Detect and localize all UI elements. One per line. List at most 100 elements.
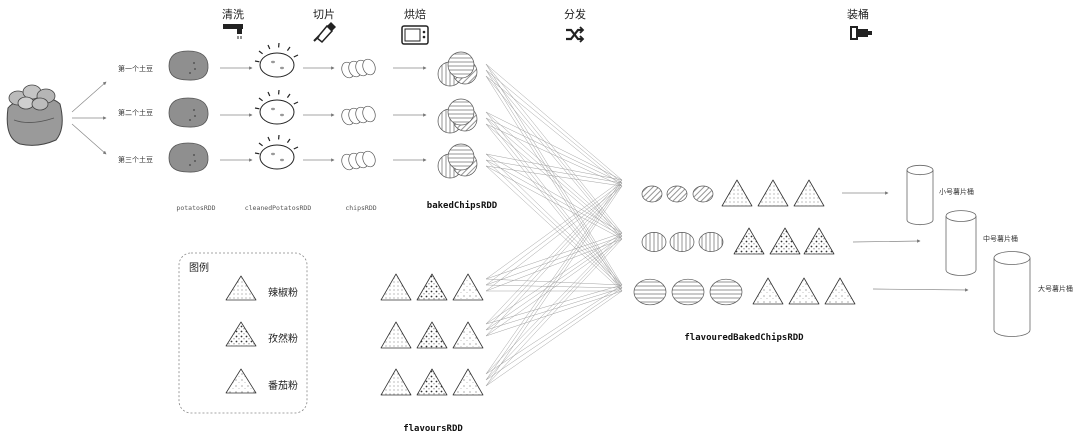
flavoured-triangle: [752, 277, 784, 305]
flavoured-chip: [641, 232, 667, 252]
rdd-label-potatos: potatosRDD: [176, 204, 216, 212]
flavoured-chip: [698, 232, 724, 252]
flavour-triangle: [452, 273, 484, 301]
shuffle-line: [485, 179, 623, 325]
shuffle-line: [485, 165, 623, 292]
row-label-1: 第一个土豆: [118, 65, 153, 73]
oven-icon: [401, 25, 429, 45]
flavoured-chip: [692, 185, 714, 203]
stage-label-shuffle: 分发: [564, 8, 586, 21]
bucket-arrow: [852, 239, 921, 243]
stage-label-bake: 烘焙: [404, 8, 426, 21]
legend-item-cumin: 孜然粉: [268, 334, 298, 345]
shuffle-line: [485, 232, 623, 375]
potato-slices: [341, 58, 376, 79]
flavoured-triangle: [788, 277, 820, 305]
legend-chili-triangle: [225, 275, 257, 301]
bucket-large: [993, 251, 1031, 337]
stage-label-slice: 切片: [313, 8, 335, 21]
shuffle-line: [485, 75, 623, 187]
flavour-triangle: [452, 368, 484, 396]
row-label-3: 第三个土豆: [118, 156, 153, 164]
legend-title: 图例: [189, 263, 209, 274]
knife-icon: [313, 22, 336, 44]
buckets: [842, 164, 1031, 337]
flavour-triangle: [380, 368, 412, 396]
rdd-label-flavoured: flavouredBakedChipsRDD: [684, 333, 804, 343]
flavoured-triangle: [721, 179, 753, 207]
legend-item-chili: 辣椒粉: [268, 288, 298, 299]
flavoured-triangle: [824, 277, 856, 305]
legend-box: [178, 252, 308, 414]
shuffle-line: [485, 69, 623, 184]
shuffle-line: [485, 165, 623, 187]
rdd-label-cleaned: cleanedPotatosRDD: [244, 204, 312, 212]
baked-chips: [437, 51, 478, 87]
potato-slices: [341, 150, 376, 171]
flavour-triangle: [416, 368, 448, 396]
stage-label-clean: 清洗: [222, 8, 244, 21]
bucket-medium: [945, 210, 977, 276]
flavoured-chip: [671, 278, 705, 306]
shuffle-line: [485, 111, 623, 181]
shuffle-line: [485, 290, 623, 337]
shuffle-line: [485, 284, 623, 325]
rdd-label-baked: bakedChipsRDD: [426, 201, 498, 211]
shuffle-line: [485, 232, 623, 280]
legend-tomato-triangle: [225, 368, 257, 394]
shuffle-line: [485, 287, 623, 331]
flavour-triangle: [452, 321, 484, 349]
flavoured-chip: [641, 185, 663, 203]
shuffle-line: [485, 75, 623, 240]
shuffle-line: [485, 159, 623, 237]
flavoured-triangle: [793, 179, 825, 207]
flavour-triangle: [380, 321, 412, 349]
shuffle-line: [485, 117, 623, 237]
raw-potato: [168, 50, 209, 81]
flavoured-chip: [709, 278, 743, 306]
shuffle-line: [485, 159, 623, 289]
shuffle-line: [485, 123, 623, 240]
shuffle-line: [485, 153, 623, 286]
bucket-machine-icon: [850, 26, 872, 40]
flavoured-triangle: [803, 227, 835, 255]
shuffle-line: [485, 185, 623, 337]
shuffle-line: [485, 284, 623, 375]
shuffle-line: [485, 232, 623, 325]
flavoured-triangle: [757, 179, 789, 207]
shuffle-line: [485, 182, 623, 381]
shuffle-line: [485, 182, 623, 286]
flavoured-chip: [669, 232, 695, 252]
potato-sack-icon: [6, 84, 63, 146]
shuffle-line: [485, 111, 623, 234]
shuffle-line: [485, 278, 623, 286]
shuffle-lines: [485, 63, 623, 387]
shuffle-line: [485, 235, 623, 286]
shuffle-line: [485, 182, 623, 331]
flavour-triangle: [416, 273, 448, 301]
shuffle-line: [485, 235, 623, 381]
legend-item-tomato: 番茄粉: [268, 381, 298, 392]
bucket-label-small: 小号薯片桶: [939, 188, 974, 196]
shuffle-line: [485, 287, 623, 381]
flavoured-triangle: [733, 227, 765, 255]
baked-chips: [437, 143, 478, 179]
potato-slices: [341, 105, 376, 126]
shuffle-line: [485, 69, 623, 237]
faucet-icon: [223, 24, 243, 39]
baked-chips: [437, 98, 478, 134]
shuffle-line: [485, 284, 623, 289]
shuffle-line: [485, 290, 623, 387]
shuffle-icon: [566, 26, 585, 43]
shuffle-line: [485, 179, 623, 280]
bucket-small: [906, 164, 934, 226]
shuffle-line: [485, 63, 623, 234]
bucket-label-large: 大号薯片桶: [1038, 285, 1073, 293]
flavoured-chip: [666, 185, 688, 203]
shuffle-line: [485, 111, 623, 286]
rdd-label-flavours: flavoursRDD: [403, 424, 463, 434]
shuffle-line: [485, 153, 623, 234]
shuffle-line: [485, 238, 623, 337]
shuffle-line: [485, 153, 623, 181]
